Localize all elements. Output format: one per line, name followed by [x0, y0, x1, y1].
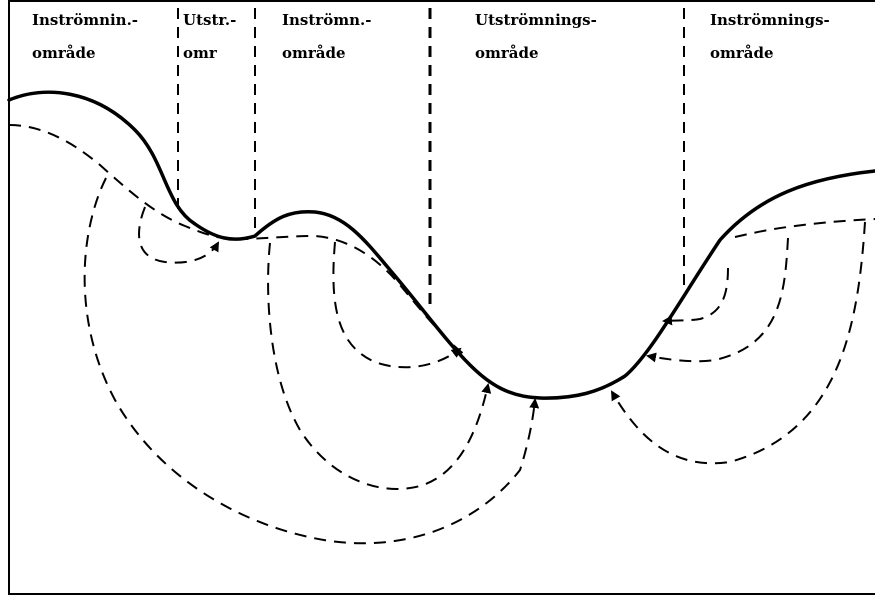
- flow-line-left-small: [138, 206, 219, 264]
- zone-label-inflow-1-line1: Inströmnin.-: [32, 11, 138, 29]
- flow-line-left-medium: [267, 242, 492, 490]
- ground-surface-line: [7, 90, 875, 400]
- flow-line-right-large: [610, 221, 866, 465]
- zone-label-inflow-3-line1: Inströmnings-: [710, 11, 830, 29]
- flow-line-middle-small: [332, 241, 462, 369]
- zone-dividers: [177, 8, 685, 308]
- zone-label-inflow-3-line2: område: [710, 44, 774, 62]
- zone-label-inflow-2-line1: Inströmn.-: [282, 11, 371, 29]
- zone-label-outflow-1-line2: omr: [183, 44, 218, 62]
- zone-label-outflow-2-line1: Utströmnings-: [475, 11, 597, 29]
- flow-line-right-small: [662, 267, 729, 326]
- zone-label-outflow-1-line1: Utstr.-: [183, 11, 236, 29]
- flow-line-right-medium: [646, 237, 789, 363]
- zone-label-inflow-2-line2: område: [282, 44, 346, 62]
- zone-label-inflow-1-line2: område: [32, 44, 96, 62]
- zone-labels: Inströmnin.- område Utstr.- omr Inströmn…: [32, 11, 830, 62]
- flow-lines: [83, 177, 866, 545]
- flow-line-left-large: [83, 177, 540, 545]
- diagram-frame: [8, 0, 875, 595]
- groundwater-table-line: [8, 124, 875, 356]
- zone-label-outflow-2-line2: område: [475, 44, 539, 62]
